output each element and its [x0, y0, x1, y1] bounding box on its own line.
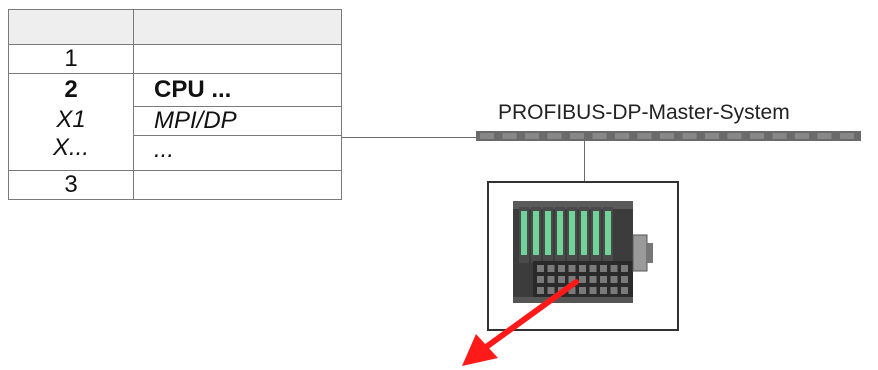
terminal-slot [568, 276, 576, 283]
module-green-plate [593, 211, 599, 255]
terminal-slot [558, 276, 565, 283]
terminal-slot [600, 265, 607, 272]
terminal-slot [537, 276, 544, 283]
module-green-plate [569, 211, 575, 255]
terminal-slot [558, 265, 565, 272]
terminal-slot [610, 276, 618, 283]
terminal-slot [579, 287, 586, 294]
terminal-slot [589, 287, 597, 294]
red-arrow-icon [462, 279, 579, 366]
bus-segment [480, 133, 494, 139]
bus-segment [705, 133, 719, 139]
slot-cell: 3 [8, 170, 134, 200]
header-module-cell [133, 9, 342, 45]
terminal-slot [610, 287, 618, 294]
terminal-slot [537, 265, 544, 272]
bus-segment [660, 133, 674, 139]
module-cell [133, 44, 342, 74]
module-cell: MPI/DP [134, 106, 341, 135]
cpu-row-group[interactable]: 2 X1 X... CPU ... MPI/DP ... [8, 73, 342, 171]
slot-cell-group: 2 X1 X... [8, 73, 134, 171]
bus-segment [772, 133, 787, 139]
table-header-row [8, 9, 342, 45]
bus-segment [547, 133, 562, 139]
bus-segment [637, 133, 652, 139]
bus-segment [502, 133, 517, 139]
terminal-slot [579, 276, 586, 283]
terminal-slot [537, 287, 544, 294]
module-cell [134, 171, 342, 200]
terminal-slot [589, 276, 597, 283]
terminal-slot [547, 265, 555, 272]
io-module-illustration [513, 201, 653, 303]
table-row[interactable]: 1 [8, 44, 342, 74]
bus-segment [615, 133, 629, 139]
terminal-slot [621, 287, 628, 294]
bus-segment [727, 133, 742, 139]
terminal-slot [589, 265, 597, 272]
slave-station[interactable] [487, 181, 679, 331]
module-green-plate [545, 211, 551, 255]
slot-cell: X1 [56, 106, 86, 133]
terminal-slot [579, 265, 586, 272]
module-cell-group: CPU ... MPI/DP ... [133, 73, 342, 171]
terminal-slot [568, 287, 576, 294]
bus-segment [592, 133, 607, 139]
terminal-slot [600, 287, 607, 294]
terminal-slot [568, 265, 576, 272]
bus-segment [817, 133, 832, 139]
bus-segment [840, 133, 854, 139]
terminal-slot [600, 276, 607, 283]
module-green-plate [521, 211, 527, 255]
terminal-slot [621, 276, 628, 283]
module-green-plate [605, 211, 611, 255]
bus-segment [525, 133, 539, 139]
terminal-slot [610, 265, 618, 272]
bus-label: PROFIBUS-DP-Master-System [498, 101, 790, 124]
terminal-slot [547, 287, 555, 294]
bus-segment [795, 133, 809, 139]
terminal-slot [547, 276, 555, 283]
slot-cell: X... [52, 134, 89, 161]
module-green-plate [557, 211, 563, 255]
module-cell: ... [134, 135, 341, 164]
profibus-bus-bar[interactable] [476, 131, 861, 141]
table-row[interactable]: 3 [8, 170, 342, 200]
bus-segment [570, 133, 584, 139]
slot-cell: 2 [64, 76, 78, 103]
bus-connector-line [342, 137, 476, 138]
bus-segment [750, 133, 764, 139]
terminal-slot [621, 265, 628, 272]
module-green-plate [533, 211, 539, 255]
header-slot-cell [8, 9, 134, 45]
hardware-config-table: 1 2 X1 X... CPU ... MPI/DP ... 3 [8, 9, 342, 200]
slot-cell: 1 [8, 44, 134, 74]
module-cell: CPU ... [154, 76, 232, 103]
bus-segment [682, 133, 697, 139]
module-green-plate [581, 211, 587, 255]
slave-drop-line [584, 141, 585, 181]
